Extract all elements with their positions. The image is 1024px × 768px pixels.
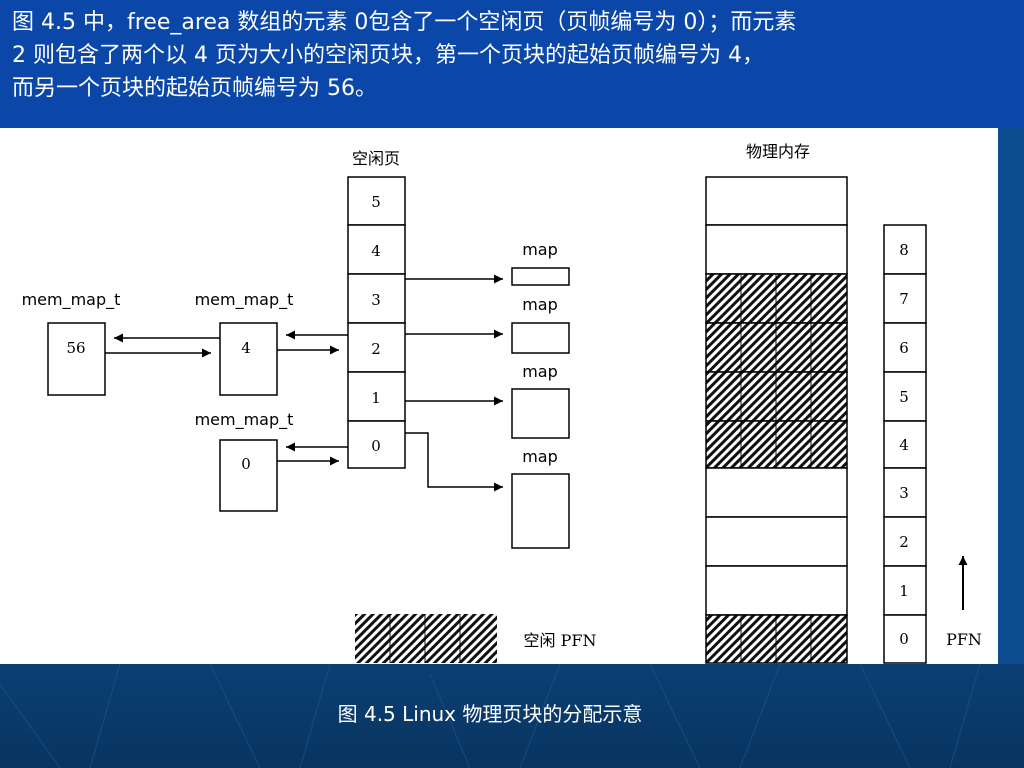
figure-panel: 空闲页 5 4 3 2 1 0 map map map map — [0, 128, 998, 664]
memory-page — [705, 467, 848, 518]
slide-heading: 图 4.5 中，free_area 数组的元素 0包含了一个空闲页（页帧编号为 … — [12, 6, 1016, 105]
free-area-array — [347, 176, 406, 469]
legend-swatch — [355, 614, 497, 663]
free-area-cell — [347, 371, 406, 422]
pfn-number: 3 — [899, 484, 909, 502]
page-allocation-diagram: 空闲页 5 4 3 2 1 0 map map map map — [22, 142, 982, 664]
mem-map-label: mem_map_t — [22, 290, 121, 310]
pfn-number: 5 — [899, 388, 909, 406]
pfn-number: 6 — [899, 339, 909, 357]
mem-map-value: 0 — [241, 455, 251, 473]
mem-map-box — [219, 322, 278, 396]
map-box — [511, 473, 570, 549]
pfn-number: 1 — [899, 582, 909, 600]
pfn-number: 8 — [899, 241, 909, 259]
free-area-index: 1 — [371, 389, 381, 407]
heading-line: 2 则包含了两个以 4 页为大小的空闲页块，第一个页块的起始页帧编号为 4， — [12, 43, 764, 68]
map-label: map — [522, 362, 558, 381]
pfn-cell — [883, 322, 927, 373]
memory-page — [705, 176, 848, 226]
mem-map-label: mem_map_t — [195, 290, 294, 310]
background-pattern — [0, 664, 981, 768]
pfn-cell — [883, 467, 927, 518]
map-label: map — [522, 447, 558, 466]
mem-map-box — [219, 439, 278, 512]
free-area-index: 0 — [371, 437, 381, 455]
free-area-cell — [347, 322, 406, 373]
pfn-axis-label: PFN — [946, 630, 982, 649]
memory-page — [705, 516, 848, 567]
free-area-index: 3 — [371, 291, 381, 309]
map-arrow — [405, 432, 503, 492]
map-box — [511, 322, 570, 354]
physical-memory-title: 物理内存 — [746, 142, 810, 161]
pfn-cell — [883, 565, 927, 616]
pfn-number: 2 — [899, 533, 909, 551]
free-area-index: 5 — [371, 193, 381, 211]
mem-map-value: 4 — [241, 339, 251, 357]
memory-page — [705, 565, 848, 616]
map-box — [511, 267, 570, 286]
pfn-number: 0 — [899, 630, 909, 648]
figure-caption: 图 4.5 Linux 物理页块的分配示意 — [337, 702, 643, 726]
mem-map-label: mem_map_t — [195, 410, 294, 430]
pfn-number: 7 — [899, 290, 909, 308]
map-label: map — [522, 240, 558, 259]
free-area-index: 2 — [371, 340, 381, 358]
pfn-cell — [883, 614, 927, 664]
mem-map-box — [47, 322, 106, 396]
free-area-index: 4 — [371, 242, 381, 260]
heading-line: 图 4.5 中，free_area 数组的元素 0包含了一个空闲页（页帧编号为 … — [12, 10, 797, 35]
pfn-cell — [883, 420, 927, 469]
pfn-cell — [883, 371, 927, 422]
map-box — [511, 388, 570, 439]
memory-page — [705, 224, 848, 275]
pfn-cell — [883, 516, 927, 567]
pfn-column — [883, 224, 927, 664]
free-pages-title: 空闲页 — [352, 149, 400, 168]
pfn-number: 4 — [899, 436, 909, 454]
heading-line: 而另一个页块的起始页帧编号为 56。 — [12, 76, 377, 101]
map-label: map — [522, 295, 558, 314]
slide-bottom-background — [0, 664, 1024, 768]
legend-label: 空闲 PFN — [524, 631, 597, 650]
mem-map-value: 56 — [66, 339, 85, 357]
free-area-cell — [347, 420, 406, 469]
slide-top-background — [0, 0, 1024, 128]
